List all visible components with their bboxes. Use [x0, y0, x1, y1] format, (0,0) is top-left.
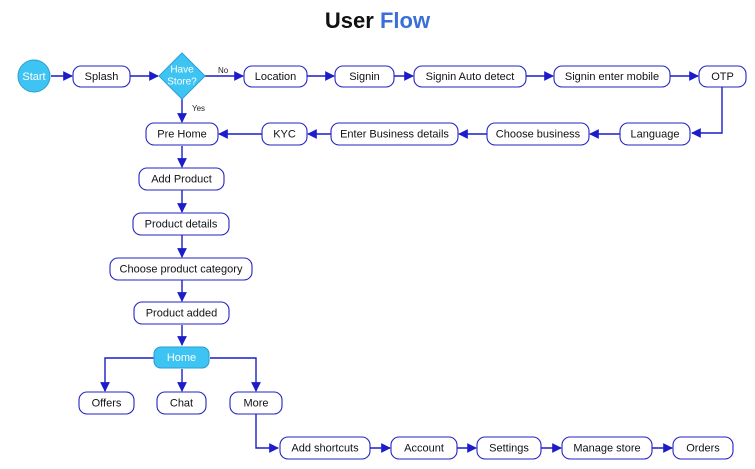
node-start-label: Start [22, 71, 45, 83]
node-home-label: Home [167, 352, 196, 364]
node-signin-enter-mobile[interactable]: Signin enter mobile [553, 65, 671, 88]
node-product-added-label: Product added [146, 307, 218, 319]
node-offers-label: Offers [92, 397, 122, 409]
node-splash-label: Splash [85, 71, 119, 83]
node-chat[interactable]: Chat [156, 391, 207, 415]
node-signin-auto-detect-label: Signin Auto detect [426, 71, 515, 83]
node-signin-auto-detect[interactable]: Signin Auto detect [413, 65, 527, 88]
edge-otp-language [691, 87, 723, 138]
node-have-store[interactable]: Have Store? [158, 52, 206, 100]
node-manage-store[interactable]: Manage store [561, 436, 653, 460]
node-kyc[interactable]: KYC [261, 122, 308, 146]
node-signin-label: Signin [349, 71, 380, 83]
node-location-label: Location [255, 71, 297, 83]
node-choose-business-label: Choose business [496, 128, 581, 140]
page-title: User Flow [0, 8, 755, 34]
node-choose-product-category[interactable]: Choose product category [109, 257, 253, 281]
node-otp-label: OTP [711, 71, 734, 83]
edge-more-shortcuts [255, 414, 279, 453]
node-more[interactable]: More [229, 391, 283, 415]
node-signin-enter-mobile-label: Signin enter mobile [565, 71, 659, 83]
node-product-added[interactable]: Product added [133, 301, 230, 325]
title-main: User [324, 8, 374, 33]
node-settings[interactable]: Settings [476, 436, 542, 460]
node-add-shortcuts-label: Add shortcuts [291, 442, 359, 454]
node-more-label: More [243, 397, 268, 409]
node-orders[interactable]: Orders [672, 436, 734, 460]
node-signin[interactable]: Signin [334, 65, 395, 88]
edge-home-offers [100, 357, 154, 392]
node-start[interactable]: Start [17, 59, 51, 93]
node-product-details-label: Product details [145, 218, 218, 230]
node-add-shortcuts[interactable]: Add shortcuts [279, 436, 371, 460]
node-location[interactable]: Location [243, 65, 308, 88]
node-enter-business-details[interactable]: Enter Business details [330, 122, 459, 146]
edge-home-more [210, 357, 261, 392]
node-add-product[interactable]: Add Product [138, 167, 225, 191]
node-choose-business[interactable]: Choose business [486, 122, 590, 146]
node-enter-business-details-label: Enter Business details [340, 128, 449, 140]
node-settings-label: Settings [489, 442, 529, 454]
node-add-product-label: Add Product [151, 173, 212, 185]
node-kyc-label: KYC [273, 128, 296, 140]
node-account[interactable]: Account [390, 436, 458, 460]
node-offers[interactable]: Offers [78, 391, 135, 415]
edge-label-yes: Yes [192, 104, 205, 113]
node-chat-label: Chat [170, 397, 193, 409]
node-pre-home[interactable]: Pre Home [145, 122, 219, 146]
node-otp[interactable]: OTP [698, 65, 747, 88]
node-pre-home-label: Pre Home [157, 128, 207, 140]
node-splash[interactable]: Splash [72, 65, 131, 88]
node-orders-label: Orders [686, 442, 720, 454]
node-language[interactable]: Language [619, 122, 691, 146]
title-accent: Flow [379, 8, 431, 33]
node-home[interactable]: Home [153, 346, 210, 369]
node-have-store-label-1: Have [170, 65, 194, 76]
node-language-label: Language [631, 128, 680, 140]
node-account-label: Account [404, 442, 444, 454]
node-manage-store-label: Manage store [573, 442, 640, 454]
node-product-details[interactable]: Product details [132, 212, 230, 236]
node-choose-product-category-label: Choose product category [120, 263, 243, 275]
edges [51, 71, 723, 453]
edge-label-no: No [218, 66, 229, 75]
node-have-store-label-2: Store? [167, 77, 197, 88]
